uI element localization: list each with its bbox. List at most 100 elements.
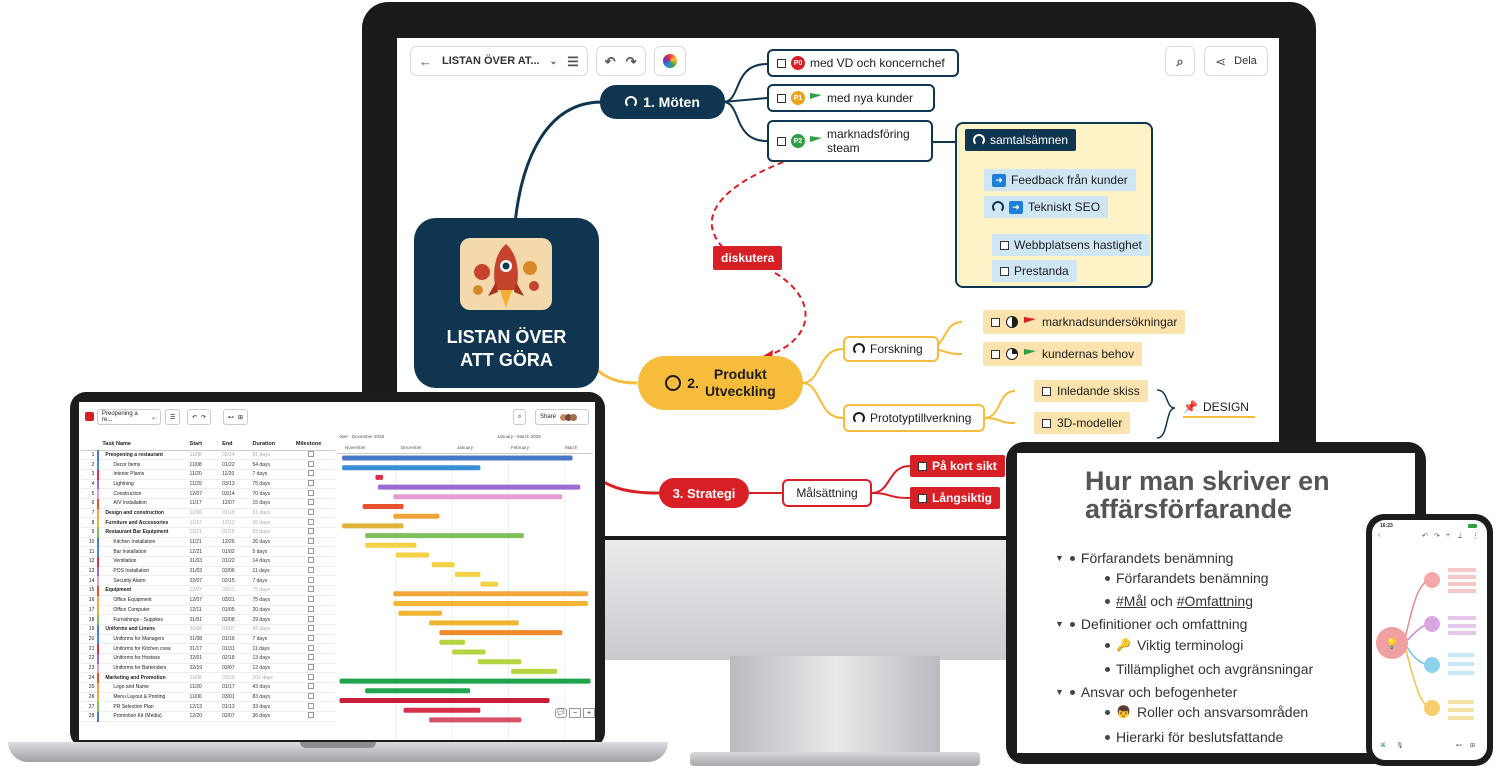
end-cell[interactable]: 01/16 bbox=[222, 634, 253, 645]
milestone-cell[interactable] bbox=[295, 517, 335, 528]
start-cell[interactable]: 11/08 bbox=[189, 672, 223, 683]
task-name-cell[interactable]: Restaurant Bar Equipment bbox=[98, 527, 190, 538]
task-name-cell[interactable]: Security Alarm bbox=[98, 575, 190, 587]
task-name-cell[interactable]: Uniforms for Kitchen crew bbox=[98, 643, 190, 654]
duration-cell[interactable]: 91 days bbox=[252, 450, 296, 461]
task-name-cell[interactable]: Uniforms for Managers bbox=[98, 634, 190, 645]
pin-icon[interactable]: ⍊ bbox=[1458, 532, 1463, 539]
doc-title[interactable]: LISTAN ÖVER AT... bbox=[442, 55, 540, 67]
prototyp-item-skiss[interactable]: Inledande skiss bbox=[1034, 380, 1148, 402]
gantt-bar[interactable] bbox=[395, 552, 430, 558]
duration-cell[interactable]: 20 days bbox=[252, 605, 296, 616]
milestone-checkbox[interactable] bbox=[307, 450, 314, 457]
start-cell[interactable]: 12/06 bbox=[189, 508, 223, 519]
samtal-seo[interactable]: ➜ Tekniskt SEO bbox=[984, 196, 1109, 218]
milestone-cell[interactable] bbox=[295, 556, 335, 567]
start-cell[interactable]: 11/21 bbox=[189, 537, 223, 548]
task-name-cell[interactable]: Equipment bbox=[98, 585, 190, 596]
undo-icon[interactable]: ↶ bbox=[192, 414, 198, 421]
task-name-cell[interactable]: Decor Items bbox=[98, 459, 190, 470]
duration-cell[interactable]: 11 days bbox=[252, 566, 296, 577]
more-icon[interactable]: ⋮ bbox=[1472, 533, 1479, 540]
task-name-cell[interactable]: POS Installation bbox=[98, 566, 190, 577]
end-cell[interactable]: 02/06 bbox=[222, 566, 253, 577]
moten-item-kunder[interactable]: P1 med nya kunder bbox=[767, 84, 935, 112]
branch-moten[interactable]: 1. Möten bbox=[600, 85, 725, 119]
gantt-bar[interactable] bbox=[393, 494, 563, 500]
end-cell[interactable]: 01/22 bbox=[222, 556, 253, 567]
end-cell[interactable]: 03/07 bbox=[222, 624, 253, 635]
task-name-cell[interactable]: Promotion Kit (Media) bbox=[98, 711, 190, 722]
task-name-cell[interactable]: Logo and Name bbox=[98, 682, 190, 693]
end-cell[interactable]: 03/21 bbox=[222, 585, 253, 596]
prototyp-item-3d[interactable]: 3D-modeller bbox=[1034, 412, 1131, 434]
col-milestone[interactable]: Milestone bbox=[295, 438, 335, 451]
milestone-checkbox[interactable] bbox=[307, 596, 314, 603]
menu-icon[interactable]: ☰ bbox=[567, 53, 579, 69]
milestone-checkbox[interactable] bbox=[307, 712, 314, 719]
col-task-name[interactable]: Task Name bbox=[98, 438, 190, 451]
checkbox-icon[interactable] bbox=[1000, 266, 1009, 276]
end-cell[interactable]: 03/13 bbox=[222, 479, 253, 490]
gantt-bar[interactable] bbox=[365, 542, 417, 548]
gantt-bar[interactable] bbox=[342, 523, 404, 529]
duration-cell[interactable]: 83 days bbox=[252, 692, 296, 703]
end-cell[interactable]: 02/18 bbox=[222, 653, 253, 664]
milestone-checkbox[interactable] bbox=[307, 693, 314, 700]
start-cell[interactable]: 12/07 bbox=[189, 488, 223, 499]
task-name-cell[interactable]: Bar Installation bbox=[98, 546, 190, 558]
duration-cell[interactable]: 7 days bbox=[252, 469, 296, 480]
duration-cell[interactable]: 42 days bbox=[252, 624, 296, 635]
link-icon[interactable]: ⊷ bbox=[228, 414, 234, 421]
milestone-checkbox[interactable] bbox=[307, 634, 314, 641]
task-name-cell[interactable]: PR Selection Plan bbox=[98, 701, 190, 713]
milestone-cell[interactable] bbox=[295, 701, 335, 713]
task-name-cell[interactable]: Office Computer bbox=[98, 605, 190, 616]
duration-cell[interactable]: 101 days bbox=[252, 672, 296, 683]
milestone-checkbox[interactable] bbox=[307, 576, 314, 583]
gantt-bar[interactable] bbox=[429, 620, 519, 626]
milestone-checkbox[interactable] bbox=[307, 479, 314, 486]
milestone-checkbox[interactable] bbox=[307, 460, 314, 467]
milestone-checkbox[interactable] bbox=[307, 470, 314, 477]
gantt-bar[interactable] bbox=[477, 659, 522, 665]
start-cell[interactable]: 11/06 bbox=[189, 692, 223, 703]
forskning-item-kund[interactable]: kundernas behov bbox=[983, 342, 1143, 366]
gantt-bar[interactable] bbox=[398, 610, 442, 616]
gantt-bar[interactable] bbox=[393, 513, 440, 519]
milestone-cell[interactable] bbox=[295, 498, 335, 509]
discuss-label[interactable]: diskutera bbox=[713, 246, 783, 270]
milestone-checkbox[interactable] bbox=[307, 673, 314, 680]
task-name-cell[interactable]: A/V Installation bbox=[98, 498, 190, 509]
end-cell[interactable]: 02/08 bbox=[222, 614, 253, 625]
duration-cell[interactable]: 14 days bbox=[252, 556, 296, 567]
task-name-cell[interactable]: Lightning bbox=[98, 479, 190, 490]
zoom-out-button[interactable]: − bbox=[569, 708, 581, 718]
back-arrow-icon[interactable]: ‹ bbox=[1378, 532, 1381, 539]
gantt-bar[interactable] bbox=[431, 562, 455, 568]
end-cell[interactable]: 02/15 bbox=[222, 575, 253, 587]
end-cell[interactable]: 03/01 bbox=[222, 692, 253, 703]
gantt-bar[interactable] bbox=[342, 465, 481, 471]
checkbox-icon[interactable] bbox=[1042, 418, 1051, 428]
start-cell[interactable]: 01/08 bbox=[189, 634, 223, 645]
duration-cell[interactable]: 54 days bbox=[252, 459, 296, 470]
start-cell[interactable]: 02/01 bbox=[189, 653, 223, 664]
samtal-title[interactable]: samtalsämnen bbox=[965, 129, 1077, 151]
chevron-down-icon[interactable]: ⌄ bbox=[549, 55, 558, 66]
start-cell[interactable]: 11/17 bbox=[189, 498, 223, 509]
moten-item-marknadsforing[interactable]: P2 marknadsföring steam bbox=[767, 120, 933, 162]
milestone-checkbox[interactable] bbox=[307, 518, 314, 525]
gantt-share-button[interactable]: Share bbox=[535, 409, 589, 425]
start-cell[interactable]: 12/20 bbox=[189, 711, 223, 722]
outline-item[interactable]: Tillämplighet och avgränsningar bbox=[1105, 661, 1313, 677]
